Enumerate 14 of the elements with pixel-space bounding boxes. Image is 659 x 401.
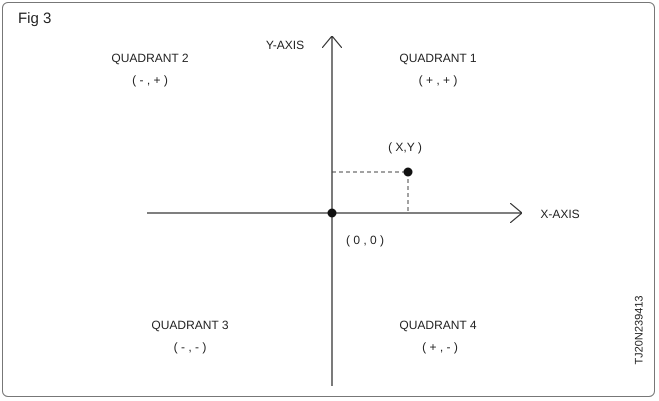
- figure-title: Fig 3: [18, 10, 52, 27]
- point-label: ( X,Y ): [388, 141, 422, 153]
- sign-label: ( + , - ): [422, 341, 458, 353]
- quadrant-label: QUADRANT 1: [399, 52, 477, 64]
- sign-label: ( - , - ): [174, 341, 206, 353]
- axis-label: Y-AXIS: [266, 39, 304, 51]
- point-label: ( 0 , 0 ): [346, 234, 384, 246]
- quadrant-label: QUADRANT 4: [399, 319, 477, 331]
- quadrant-label: QUADRANT 3: [151, 319, 229, 331]
- sign-label: ( + , + ): [418, 74, 458, 86]
- figure-code: TJ20N239413: [634, 295, 646, 365]
- sign-label: ( - , + ): [132, 74, 168, 86]
- quadrant-label: QUADRANT 2: [111, 52, 189, 64]
- axis-label: X-AXIS: [540, 208, 580, 220]
